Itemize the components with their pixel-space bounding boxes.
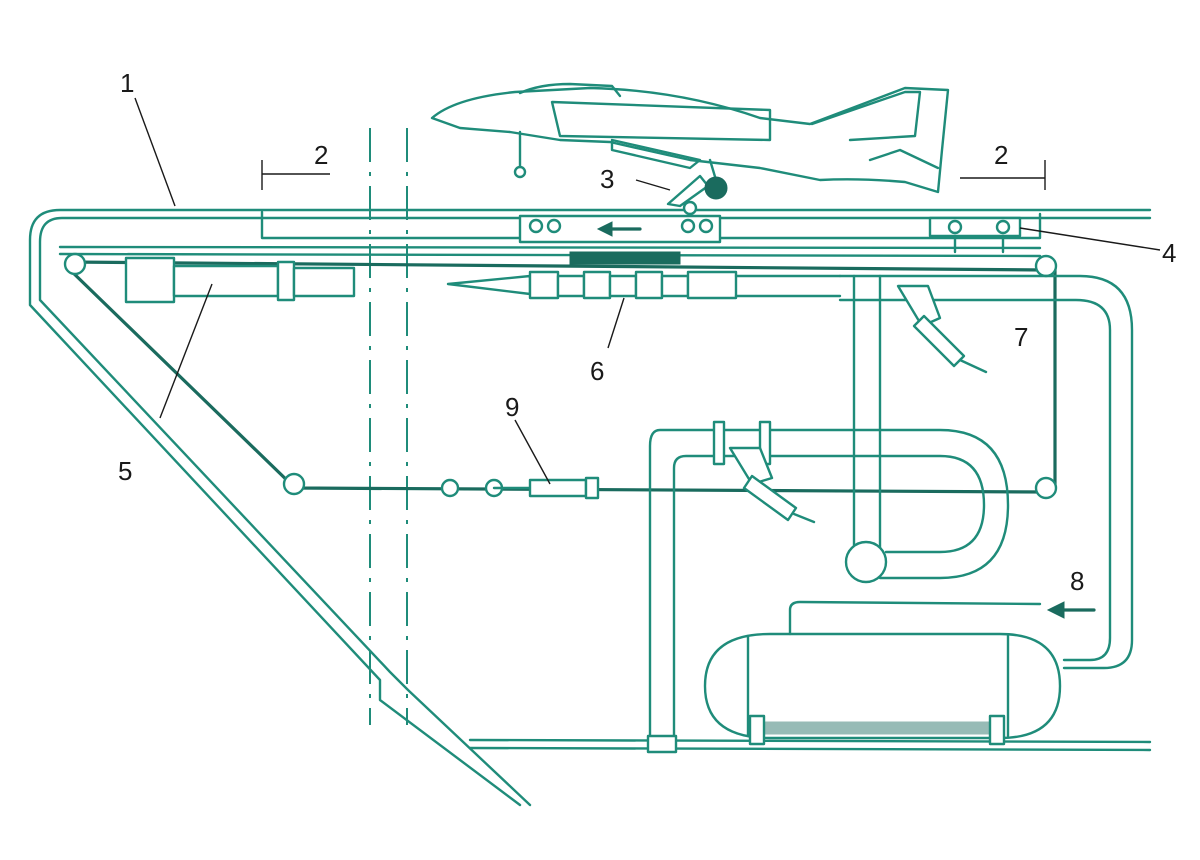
- label-2-left: 2: [314, 140, 328, 170]
- label-5: 5: [118, 456, 132, 486]
- dimension-marker-left: [261, 160, 330, 190]
- leader-lines: [134, 97, 1161, 485]
- label-1: 1: [120, 68, 134, 98]
- steam-receiver-tank: [703, 600, 1062, 746]
- label-2-right: 2: [994, 140, 1008, 170]
- label-8: 8: [1070, 566, 1084, 596]
- retraction-cylinder: [124, 256, 356, 304]
- cable-tensioner: [492, 476, 600, 500]
- arrow-left-icon: [1046, 601, 1096, 619]
- launch-valve-upper: [896, 284, 988, 374]
- label-6: 6: [590, 356, 604, 386]
- retraction-cable-loop: [63, 252, 1058, 500]
- steam-piping: [646, 274, 1134, 754]
- label-4: 4: [1162, 238, 1176, 268]
- callout-labels: 1 2 2 3 4 5 6 7 8 9: [118, 68, 1176, 596]
- shuttle-carriage: [518, 214, 722, 265]
- label-7: 7: [1014, 322, 1028, 352]
- label-3: 3: [600, 164, 614, 194]
- hull-outline: [28, 208, 1152, 807]
- launch-cylinder: [446, 270, 842, 300]
- label-9: 9: [505, 392, 519, 422]
- dimension-marker-right: [960, 160, 1046, 190]
- fighter-jet-icon: [430, 82, 950, 194]
- brake-unit: [928, 216, 1022, 254]
- shuttle-tow-linkage: [666, 174, 728, 216]
- launch-valve-lower: [728, 446, 816, 524]
